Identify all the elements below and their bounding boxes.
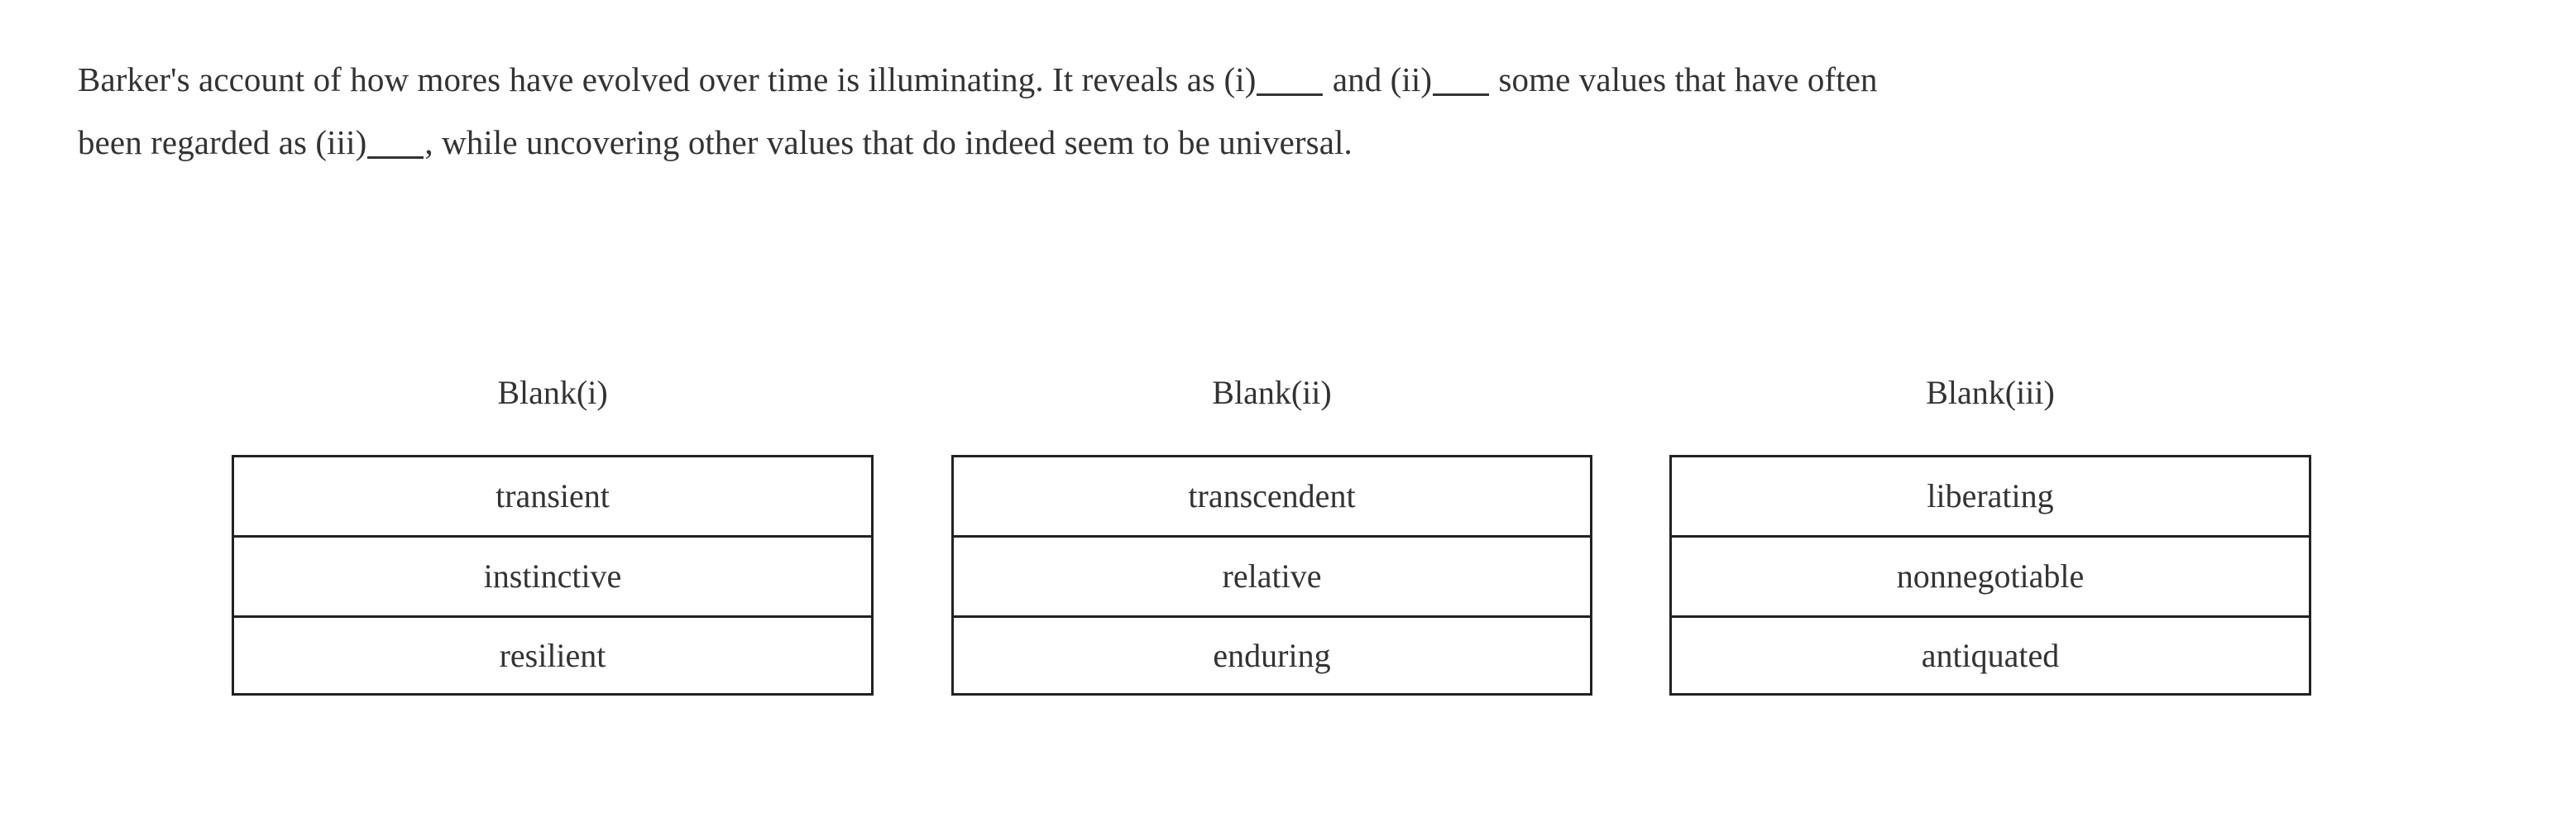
question-text-segment-4: been regarded as (iii) bbox=[78, 123, 367, 161]
question-text-segment-3: some values that have often bbox=[1490, 60, 1878, 98]
choice-option-i-2[interactable]: instinctive bbox=[232, 535, 874, 615]
answer-column-blank-i: Blank(i) transient instinctive resilient bbox=[232, 374, 874, 696]
choice-label: transient bbox=[496, 477, 610, 514]
choice-option-ii-1[interactable]: transcendent bbox=[951, 455, 1592, 535]
question-line-1: Barker's account of how mores have evolv… bbox=[78, 48, 2477, 111]
choice-label: enduring bbox=[1213, 636, 1331, 674]
choice-option-iii-2[interactable]: nonnegotiable bbox=[1669, 535, 2311, 615]
choice-label: nonnegotiable bbox=[1896, 557, 2085, 595]
question-text-segment-5: , while uncovering other values that do … bbox=[424, 123, 1353, 161]
column-header-blank-ii: Blank(ii) bbox=[1212, 374, 1332, 411]
choice-option-iii-1[interactable]: liberating bbox=[1669, 455, 2311, 535]
answer-column-blank-ii: Blank(ii) transcendent relative enduring bbox=[951, 374, 1592, 696]
question-stem: Barker's account of how mores have evolv… bbox=[78, 48, 2477, 174]
choice-option-i-1[interactable]: transient bbox=[232, 455, 874, 535]
choice-option-i-3[interactable]: resilient bbox=[232, 615, 874, 696]
blank-ii-underline bbox=[1433, 65, 1490, 96]
choice-label: transcendent bbox=[1188, 477, 1356, 514]
answer-column-blank-iii: Blank(iii) liberating nonnegotiable anti… bbox=[1669, 374, 2311, 696]
choice-label: liberating bbox=[1927, 477, 2054, 514]
question-text-segment-2: and (ii) bbox=[1324, 60, 1433, 98]
blank-i-underline bbox=[1257, 65, 1324, 96]
column-header-blank-i: Blank(i) bbox=[497, 374, 608, 411]
choice-label: relative bbox=[1222, 557, 1322, 595]
choice-label: antiquated bbox=[1921, 636, 2060, 674]
choice-option-ii-2[interactable]: relative bbox=[951, 535, 1592, 615]
question-line-2: been regarded as (iii) , while uncovering… bbox=[78, 111, 2477, 174]
choice-option-ii-3[interactable]: enduring bbox=[951, 615, 1592, 696]
column-header-blank-iii: Blank(iii) bbox=[1926, 374, 2055, 411]
choice-option-iii-3[interactable]: antiquated bbox=[1669, 615, 2311, 696]
blank-iii-underline bbox=[367, 128, 424, 159]
question-text-segment-1: Barker's account of how mores have evolv… bbox=[78, 60, 1257, 98]
choice-label: instinctive bbox=[483, 557, 622, 595]
choice-label: resilient bbox=[499, 636, 606, 674]
